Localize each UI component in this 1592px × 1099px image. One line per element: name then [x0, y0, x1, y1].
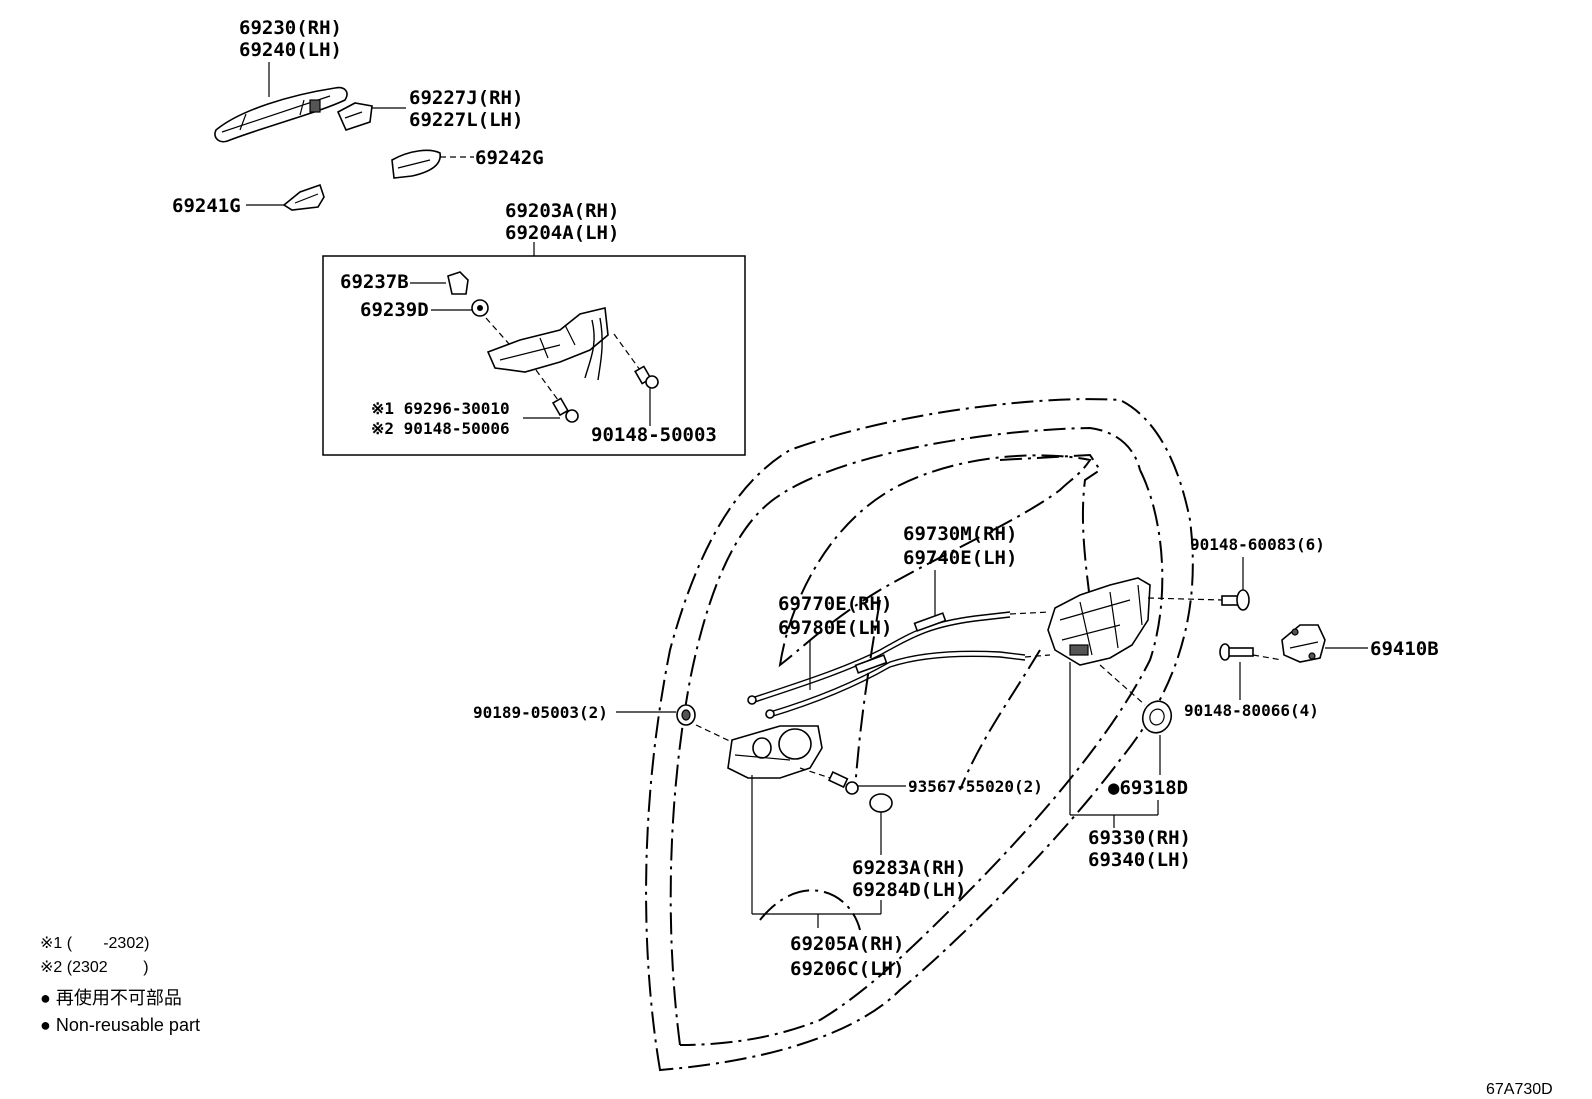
label-clip-05003: 90189-05003(2): [473, 703, 608, 722]
label-pad-69242g: 69242G: [475, 147, 544, 169]
label-lock-rh: 69330(RH): [1088, 827, 1191, 849]
screw-50003-icon: [634, 365, 659, 389]
legend-note2: ※2 (2302 ): [40, 959, 149, 976]
label-frame-lh: 69204A(LH): [505, 222, 619, 244]
label-inner-lh: 69206C(LH): [790, 958, 904, 980]
label-pad-69241g: 69241G: [172, 195, 241, 217]
screw-60083-icon: [1221, 589, 1250, 611]
handle-frame-icon: [486, 307, 609, 381]
label-note1-part: ※1 69296-30010: [371, 399, 510, 418]
legend-nonreusable-en: ● Non-reusable part: [40, 1015, 200, 1035]
handle-cover-icon: [869, 793, 893, 813]
label-frame-rh: 69203A(RH): [505, 200, 619, 222]
label-cable-a-lh: 69740E(LH): [903, 547, 1017, 569]
legend-nonreusable-jp: ● 再使用不可部品: [40, 988, 182, 1008]
label-grommet: ●69318D: [1108, 777, 1188, 799]
door-outline: [645, 398, 1194, 1072]
screw-55020-icon: [827, 771, 859, 795]
diagram-code: 67A730D: [1486, 1081, 1553, 1098]
handle-pad-front-icon: [391, 149, 441, 179]
label-handle-rh: 69230(RH): [239, 17, 342, 39]
label-cable-a-rh: 69730M(RH): [903, 523, 1017, 545]
label-screw-80066: 90148-80066(4): [1184, 701, 1319, 720]
door-lock-icon: [1047, 577, 1151, 666]
pad-69239d-icon: [471, 299, 489, 317]
clip-69237b-icon: [447, 271, 469, 295]
screw-80066-icon: [1219, 643, 1254, 661]
label-note2-part: ※2 90148-50006: [371, 419, 510, 438]
label-69239d: 69239D: [360, 299, 429, 321]
handle-pad-rear-icon: [282, 183, 325, 211]
label-cable-b-rh: 69770E(RH): [778, 593, 892, 615]
outside-handle-icon: [214, 86, 348, 143]
striker-icon: [1281, 624, 1326, 663]
legend-note1: ※1 ( -2302): [40, 935, 149, 952]
label-cap-lh: 69227L(LH): [409, 109, 523, 131]
label-screw-60083: 90148-60083(6): [1190, 535, 1325, 554]
legend: ※1 ( -2302) ※2 (2302 ) ● 再使用不可部品 ● Non-r…: [40, 935, 200, 1035]
label-69237b: 69237B: [340, 271, 409, 293]
label-inner-rh: 69205A(RH): [790, 933, 904, 955]
screw-note-icon: [551, 397, 579, 423]
inside-handle-icon: [727, 725, 823, 779]
label-lock-lh: 69340(LH): [1088, 849, 1191, 871]
label-handle-lh: 69240(LH): [239, 39, 342, 61]
label-cover-lh: 69284D(LH): [852, 879, 966, 901]
label-cap-rh: 69227J(RH): [409, 87, 523, 109]
grommet-icon: [1141, 700, 1173, 734]
release-cables-icon: [747, 611, 1026, 719]
label-screw-50003: 90148-50003: [591, 424, 717, 446]
frame-assembly-box: [322, 255, 746, 456]
label-cable-b-lh: 69780E(LH): [778, 617, 892, 639]
label-screw-55020: 93567-55020(2): [908, 777, 1043, 796]
label-cover-rh: 69283A(RH): [852, 857, 966, 879]
handle-cap-icon: [336, 102, 373, 131]
clip-05003-icon: [676, 704, 696, 726]
label-striker: 69410B: [1370, 638, 1439, 660]
